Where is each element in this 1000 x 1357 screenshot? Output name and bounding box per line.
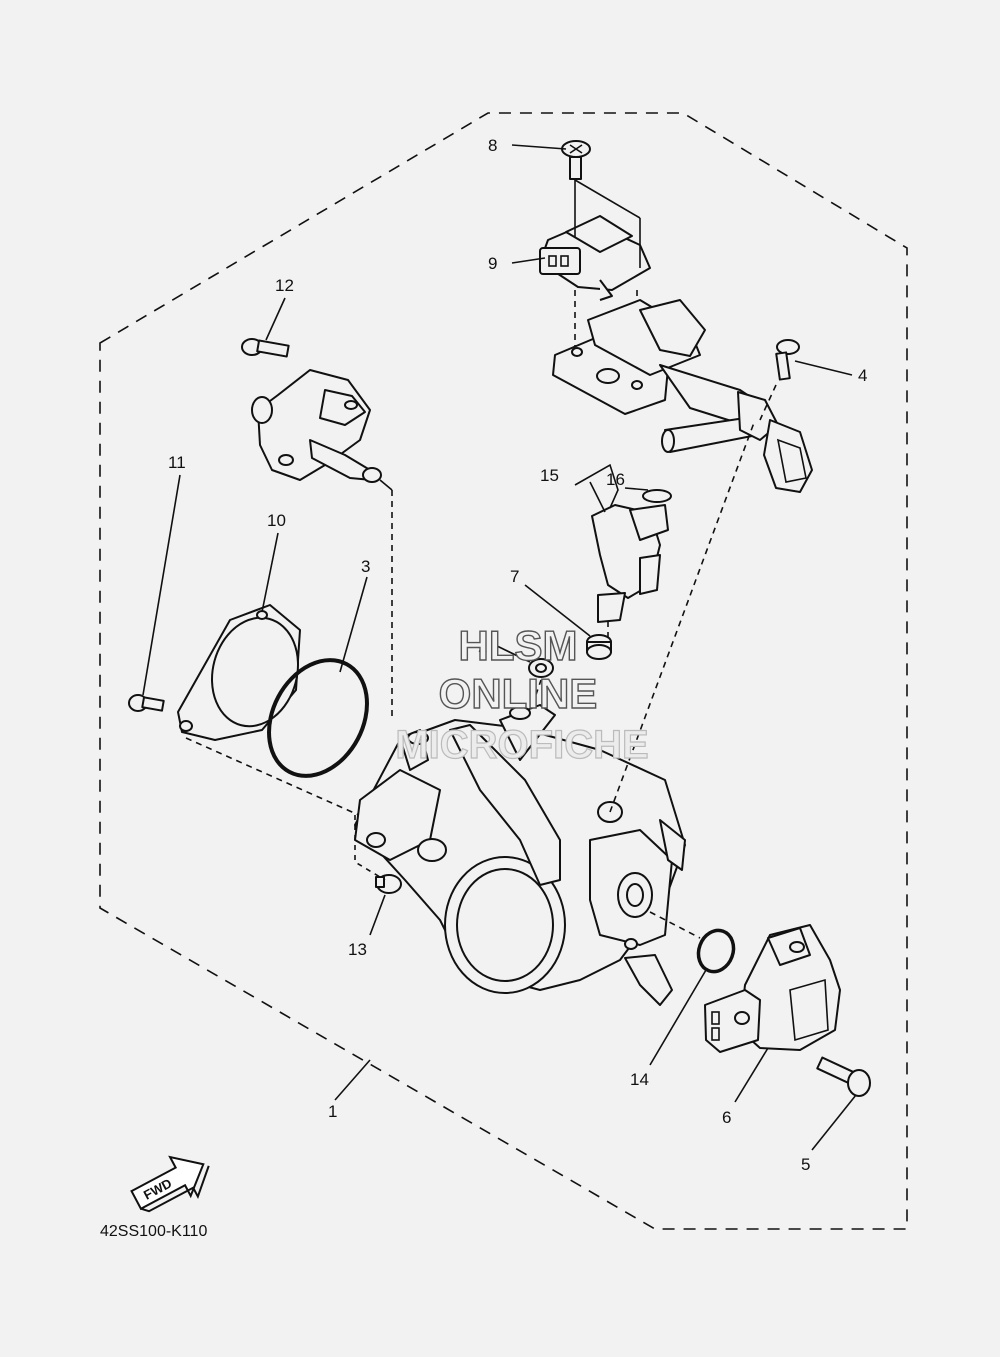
screw-11 [128, 694, 371, 821]
callout-7: 7 [510, 567, 519, 586]
screw-4 [759, 339, 800, 421]
callout-1: 1 [328, 1102, 337, 1121]
o-ring-3 [267, 658, 369, 778]
grommet-7 [586, 634, 612, 660]
callout-12: 12 [275, 276, 294, 295]
callout-labels: 1 2 3 4 5 6 7 8 9 10 11 12 13 14 15 16 [168, 136, 867, 1174]
callout-4: 4 [858, 366, 867, 385]
callout-14: 14 [630, 1070, 649, 1089]
callout-6: 6 [722, 1108, 731, 1127]
callout-13: 13 [348, 940, 367, 959]
injector [591, 489, 672, 640]
watermark-line-3: MICROFICHE [395, 723, 648, 767]
watermark: HLSM ONLINE MICROFICHE [395, 621, 650, 767]
callout-11: 11 [168, 453, 186, 472]
callout-2: 2 [478, 637, 487, 656]
watermark-line-1: HLSM [459, 622, 578, 669]
callout-9: 9 [488, 254, 497, 273]
leader-lines [142, 144, 857, 1151]
assembly-boundary [99, 112, 908, 1230]
throttle-body [354, 419, 756, 1006]
sensor-connector-group [539, 179, 651, 382]
screw-5 [816, 1056, 871, 1097]
callout-10: 10 [267, 511, 286, 530]
plug-13 [354, 815, 402, 894]
throttle-position-sensor [704, 924, 841, 1053]
callout-5: 5 [801, 1155, 810, 1174]
drawing-code: 42SS100-K110 [100, 1223, 207, 1240]
screw-8 [561, 140, 591, 180]
callout-3: 3 [361, 557, 370, 576]
idle-valve [241, 338, 393, 720]
gasket-10 [177, 604, 301, 741]
callout-15: 15 [540, 466, 559, 485]
fitting-2 [528, 658, 554, 713]
o-ring-14 [696, 928, 736, 974]
fwd-arrow-icon: FWD [130, 1155, 210, 1213]
fuel-rail [552, 299, 813, 493]
callout-16: 16 [606, 470, 625, 489]
callout-8: 8 [488, 136, 497, 155]
watermark-line-2: ONLINE [439, 670, 598, 717]
